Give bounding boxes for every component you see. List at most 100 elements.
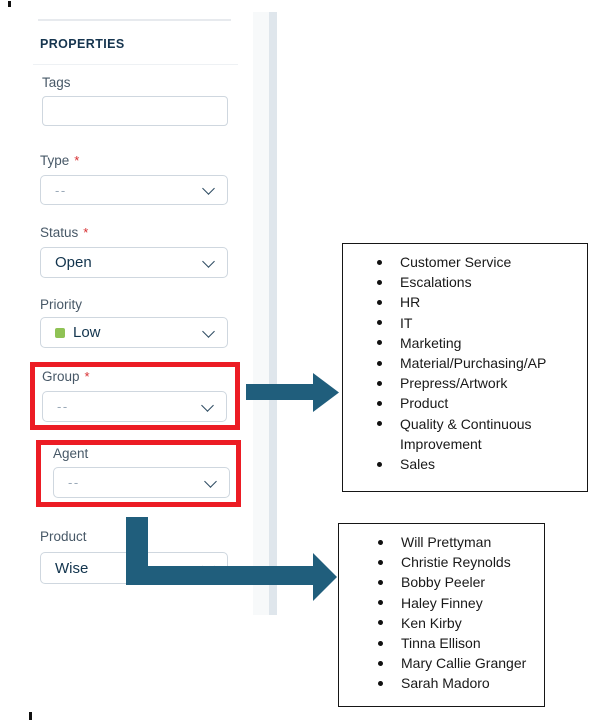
panel-top-divider [38,19,231,21]
priority-label-text: Priority [40,297,83,312]
list-item-text: IT [400,314,413,331]
list-item-text: Customer Service [400,254,512,270]
bullet-icon [378,579,383,585]
chevron-down-icon [202,324,215,338]
type-label-text: Type [40,153,70,168]
agent-select-value: -- [68,475,80,490]
list-item-text: Prepress/Artwork [400,375,508,392]
bullet-icon [377,259,382,265]
group-label-text: Group [42,369,80,384]
bullet-icon [377,360,382,366]
bullet-icon [377,461,382,467]
list-item: Haley Finney [339,593,538,613]
list-item: Marketing [343,333,581,353]
bullet-icon [378,640,383,646]
list-item: Material/Purchasing/AP [343,353,581,373]
list-item: Quality & Continuous Improvement [343,414,581,454]
list-item-text: Christie Reynolds [401,554,511,571]
list-item: Will Prettyman [339,532,538,552]
list-item: Christie Reynolds [339,552,538,572]
tags-input[interactable] [42,96,228,126]
agent-select[interactable]: -- [53,467,230,498]
bullet-icon [377,380,382,386]
type-select-value: -- [55,182,67,198]
heading-divider [33,64,238,65]
list-item-text: Sarah Madoro [401,675,490,692]
list-item: Prepress/Artwork [343,373,581,393]
bullet-icon [378,680,383,686]
list-item-text: Tinna Ellison [401,635,481,652]
priority-select[interactable]: Low [40,317,228,348]
list-item-text: Quality & Continuous Improvement [400,415,532,452]
list-item-text: Ken Kirby [401,614,462,631]
bullet-icon [377,340,382,346]
chevron-down-icon [202,182,215,195]
bullet-icon [378,600,383,606]
scrollbar-thumb[interactable] [269,12,277,615]
bullet-icon [377,400,382,406]
list-item: Product [343,393,581,413]
bullet-icon [378,620,383,626]
list-item-text: Escalations [400,274,472,291]
required-asterisk: * [83,225,89,240]
bullet-icon [377,299,382,305]
group-label: Group * [42,370,90,384]
properties-heading: PROPERTIES [40,37,125,51]
list-item: Escalations [343,272,581,292]
list-item: Sarah Madoro [339,673,538,693]
stray-mark-top [8,1,11,7]
type-select[interactable]: -- [40,175,228,205]
required-asterisk: * [74,153,80,168]
group-options-box: Customer Service Escalations HR IT Marke… [342,243,588,492]
status-select-value: Open [55,254,92,271]
product-select-value: Wise [55,559,89,577]
product-select[interactable]: Wise [40,552,228,584]
group-select[interactable]: -- [42,391,227,422]
list-item: Sales [343,454,581,474]
list-item: Customer Service [343,252,581,272]
chevron-down-icon [204,474,217,488]
product-label: Product [40,530,87,544]
list-item-text: Mary Callie Granger [401,655,527,672]
list-item-text: Material/Purchasing/AP [400,355,547,372]
group-select-value: -- [57,399,69,414]
list-item-text: HR [400,294,421,311]
list-item: Mary Callie Granger [339,653,538,673]
agent-options-box: Will Prettyman Christie Reynolds Bobby P… [338,523,545,707]
chevron-down-icon [202,254,215,268]
bullet-icon [377,279,382,285]
stray-mark-bottom [29,712,32,720]
group-options-list: Customer Service Escalations HR IT Marke… [343,244,587,474]
type-label: Type * [40,154,79,168]
bullet-icon [378,539,383,545]
list-item: HR [343,292,581,312]
list-item: Ken Kirby [339,613,538,633]
bullet-icon [377,421,382,427]
bullet-icon [377,320,382,326]
status-label: Status * [40,226,88,240]
product-label-text: Product [40,529,87,544]
chevron-down-icon [202,560,215,573]
list-item-text: Haley Finney [401,594,483,611]
required-asterisk: * [84,369,90,384]
list-item-text: Bobby Peeler [401,574,486,591]
list-item-text: Sales [400,456,436,473]
bullet-icon [378,660,383,666]
priority-select-value: Low [73,324,101,341]
agent-label: Agent [53,447,88,461]
tags-label-text: Tags [42,75,71,90]
list-item: IT [343,313,581,333]
list-item-text: Will Prettyman [401,534,492,550]
priority-label: Priority [40,298,82,312]
chevron-down-icon [201,398,214,412]
list-item-text: Marketing [400,334,462,351]
agent-label-text: Agent [53,446,89,461]
list-item-text: Product [400,395,449,412]
priority-low-swatch-icon [55,327,65,338]
status-label-text: Status [40,225,79,240]
scrollbar-track[interactable] [253,12,270,615]
status-select[interactable]: Open [40,247,228,278]
agent-options-list: Will Prettyman Christie Reynolds Bobby P… [339,524,544,694]
list-item: Bobby Peeler [339,572,538,592]
tags-label: Tags [42,76,71,90]
